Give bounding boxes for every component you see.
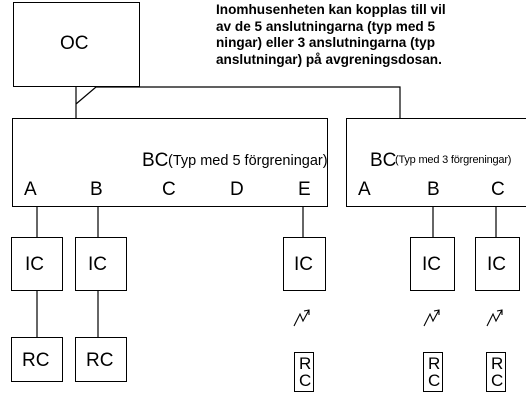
- indoor-unit-box: IC: [410, 237, 455, 291]
- note-line: Inomhusenheten kan kopplas till vil: [216, 2, 446, 17]
- wireless-icon: [486, 309, 503, 327]
- wireless-remote-box: R C: [486, 352, 506, 392]
- outdoor-unit-box: OC: [13, 2, 140, 87]
- branch-controller-5-box: BC (Typ med 5 förgreningar) A B C D E: [12, 118, 328, 207]
- installation-note: Inomhusenheten kan kopplas till vil av d…: [216, 2, 526, 68]
- indoor-unit-label: IC: [294, 254, 313, 275]
- bc5-port-d: D: [230, 179, 244, 200]
- bc5-port-c: C: [162, 179, 176, 200]
- bc3-port-a: A: [358, 179, 371, 200]
- wireless-remote-box: R C: [423, 352, 443, 392]
- remote-controller-label: RC: [86, 350, 114, 371]
- wireless-icon: [423, 309, 440, 327]
- remote-controller-box: RC: [75, 337, 127, 382]
- bc3-sublabel: (Typ med 3 förgreningar): [395, 154, 512, 166]
- bc5-port-a: A: [24, 179, 37, 200]
- wireless-remote-box: R C: [294, 352, 314, 392]
- indoor-unit-label: IC: [422, 254, 441, 275]
- bc5-label: BC: [142, 150, 169, 171]
- indoor-unit-box: IC: [75, 237, 127, 291]
- note-line: av de 5 anslutningarna (typ med 5: [216, 18, 436, 34]
- bc5-port-b: B: [90, 179, 103, 200]
- bc3-label: BC: [370, 150, 397, 171]
- outdoor-unit-label: OC: [60, 33, 89, 54]
- wireless-icon: [293, 309, 310, 327]
- indoor-unit-label: IC: [487, 254, 506, 275]
- wireless-remote-letter: R: [491, 354, 504, 373]
- wireless-remote-letter: C: [491, 371, 504, 390]
- wireless-remote-letter: R: [299, 354, 312, 373]
- bc5-port-e: E: [298, 179, 311, 200]
- note-line: ningar) eller 3 anslutningarna (typ: [216, 35, 436, 50]
- oc-to-bc3-line: [75, 86, 401, 146]
- note-line: anslutningar) på avgreningsdosan.: [216, 51, 442, 67]
- indoor-unit-label: IC: [88, 254, 107, 275]
- remote-controller-label: RC: [22, 350, 50, 371]
- bc3-port-b: B: [427, 179, 440, 200]
- remote-controller-box: RC: [11, 337, 63, 382]
- bc3-port-c: C: [491, 179, 505, 200]
- wireless-remote-letter: C: [299, 371, 312, 390]
- wireless-remote-letter: C: [428, 371, 441, 390]
- bc5-sublabel: (Typ med 5 förgreningar): [168, 153, 328, 169]
- indoor-unit-label: IC: [25, 254, 44, 275]
- branch-controller-3-box: BC (Typ med 3 förgreningar) A B C: [346, 118, 526, 207]
- indoor-unit-box: IC: [475, 237, 520, 291]
- indoor-unit-box: IC: [283, 237, 326, 291]
- indoor-unit-box: IC: [11, 237, 63, 291]
- wireless-remote-letter: R: [428, 354, 441, 373]
